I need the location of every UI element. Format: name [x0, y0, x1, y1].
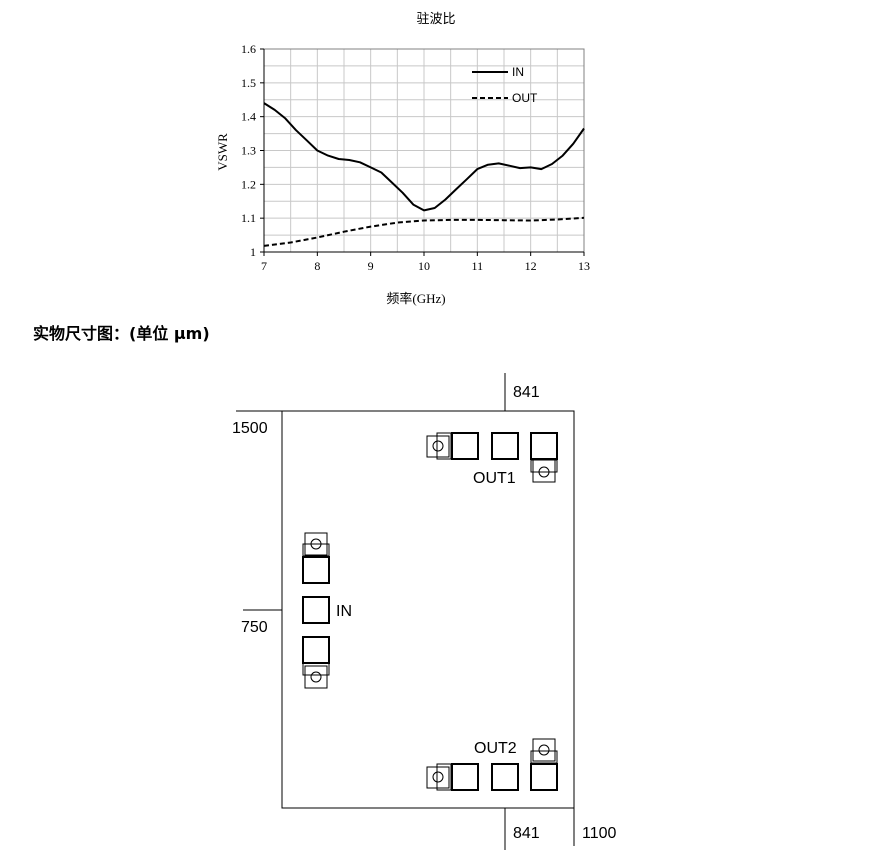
x-tick-label: 12 — [525, 259, 537, 273]
out2-pad-group — [426, 738, 558, 791]
y-tick-label: 1.4 — [241, 110, 256, 124]
x-tick-label: 7 — [261, 259, 267, 273]
bond-pad — [436, 763, 452, 791]
via-hole — [310, 671, 322, 683]
bond-pad — [302, 556, 330, 584]
bond-pad — [530, 459, 558, 473]
chip-dimension-drawing: 841 1500 750 841 1100 OUT1 IN OUT2 — [232, 373, 617, 850]
bond-pad — [530, 432, 558, 460]
via-hole — [538, 466, 550, 478]
x-tick-label: 9 — [368, 259, 374, 273]
legend-label-in: IN — [512, 65, 524, 79]
in-pad-group — [302, 532, 330, 689]
section-heading: 实物尺寸图：(单位 μm) — [33, 324, 210, 343]
chart-title: 驻波比 — [416, 12, 455, 27]
out1-pad-group — [426, 432, 558, 483]
series-line-out — [263, 216, 585, 247]
bond-pad — [451, 763, 479, 791]
bond-pad — [302, 636, 330, 664]
dim-label-1500: 1500 — [232, 420, 268, 437]
x-tick-label: 11 — [472, 259, 484, 273]
x-tick-labels: 7 8 9 10 11 12 13 — [261, 259, 590, 273]
y-tick-label: 1.2 — [241, 177, 256, 191]
y-tick-label: 1.6 — [241, 42, 256, 56]
bond-pad — [530, 763, 558, 791]
dim-label-bottom-841: 841 — [513, 825, 540, 842]
bond-pad — [302, 662, 330, 676]
chart-axes — [260, 48, 585, 256]
y-axis-label: VSWR — [215, 133, 230, 171]
ground-pad — [426, 435, 450, 458]
series-line-in — [263, 102, 585, 212]
bond-pad — [302, 596, 330, 624]
ground-pad — [426, 766, 450, 789]
dim-label-1100: 1100 — [582, 825, 617, 842]
port-label-out2: OUT2 — [474, 740, 517, 757]
y-tick-label: 1.5 — [241, 76, 256, 90]
bond-pad — [491, 432, 519, 460]
x-tick-label: 13 — [578, 259, 590, 273]
y-tick-label: 1 — [250, 245, 256, 259]
ground-pad — [532, 738, 556, 762]
y-tick-label: 1.1 — [241, 211, 256, 225]
legend-label-out: OUT — [512, 91, 538, 105]
bond-pad — [302, 543, 330, 557]
dim-label-750: 750 — [241, 619, 268, 636]
port-label-in: IN — [336, 603, 352, 620]
x-tick-label: 8 — [314, 259, 320, 273]
ground-pad — [532, 459, 556, 483]
y-tick-label: 1.3 — [241, 144, 256, 158]
bond-pad — [491, 763, 519, 791]
vswr-chart: 驻波比 1 1.1 1.2 1.3 1.4 1.5 1.6 7 8 9 10 11 12 13 VSWR… — [215, 12, 590, 306]
via-hole — [432, 771, 444, 783]
port-label-out1: OUT1 — [473, 470, 516, 487]
x-tick-label: 10 — [418, 259, 430, 273]
bond-pad — [451, 432, 479, 460]
chart-gridlines — [263, 48, 585, 253]
chip-outline — [281, 410, 575, 809]
chart-legend: IN OUT — [472, 65, 538, 105]
y-tick-labels: 1 1.1 1.2 1.3 1.4 1.5 1.6 — [241, 42, 256, 259]
via-hole — [538, 744, 550, 756]
dim-label-top-841: 841 — [513, 384, 540, 401]
ground-pad — [304, 665, 328, 689]
via-hole — [432, 440, 444, 452]
x-axis-label: 频率(GHz) — [386, 291, 445, 306]
chart-series — [263, 102, 585, 247]
